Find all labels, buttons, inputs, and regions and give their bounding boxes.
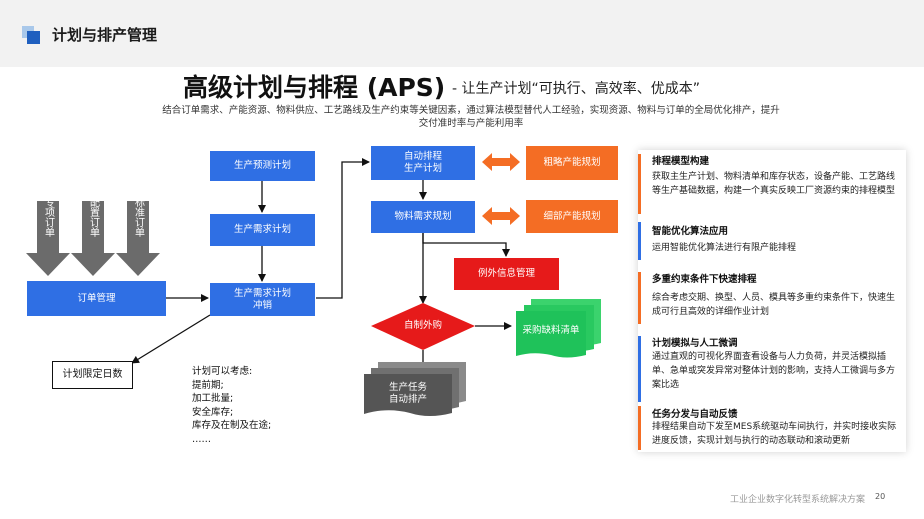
feature-card-3: 多重约束条件下快速排程 综合考虑交期、换型、人员、模具等多重约束条件下，快速生成… bbox=[638, 266, 906, 328]
task-doc bbox=[364, 362, 466, 416]
footer-text: 工业企业数字化转型系统解决方案 bbox=[730, 495, 866, 505]
rough-capacity-box: 粗略产能规划 bbox=[526, 146, 618, 180]
card-body: 排程结果自动下发至MES系统驱动车间执行，并实时接收实际进度反馈，实现计划与执行… bbox=[652, 422, 897, 446]
consider-item: 加工批量; bbox=[192, 393, 234, 404]
card-body: 通过直观的可视化界面查看设备与人力负荷，并灵活模拟插单、急单或突发异常对整体计划… bbox=[652, 352, 896, 390]
page-number: 20 bbox=[875, 492, 886, 501]
page-title: 高级计划与排程 (APS) bbox=[183, 73, 446, 102]
header-band bbox=[0, 0, 924, 67]
card-title: 任务分发与自动反馈 bbox=[652, 409, 738, 420]
auto-schedule-box: 自动排程 生产计划 bbox=[371, 146, 475, 180]
card-accent-bar bbox=[638, 154, 641, 214]
feature-card-5: 任务分发与自动反馈 排程结果自动下发至MES系统驱动车间执行，并实时接收实际进度… bbox=[638, 404, 906, 452]
task-line2: 自动排产 bbox=[388, 394, 427, 405]
make-or-buy-diamond bbox=[371, 303, 475, 350]
consider-list: 计划可以考虑: 提前期; 加工批量; 安全库存; 库存及在制及在途; …… bbox=[192, 365, 271, 446]
feature-card-1: 排程模型构建 获取主生产计划、物料清单和库存状态，设备产能、工艺路线等生产基础数… bbox=[638, 150, 906, 216]
demand-offset-box: 生产需求计划 冲销 bbox=[210, 283, 315, 316]
task-label: 生产任务 自动排产 bbox=[364, 379, 452, 409]
logo-square-dark bbox=[27, 31, 40, 44]
mrp-box: 物料需求规划 bbox=[371, 201, 475, 233]
detail-capacity-box: 细部产能规划 bbox=[526, 200, 618, 233]
card-body: 获取主生产计划、物料清单和库存状态，设备产能、工艺路线等生产基础数据，构建一个真… bbox=[652, 172, 896, 196]
purchase-list-doc bbox=[516, 299, 601, 358]
consider-item: 安全库存; bbox=[192, 406, 234, 418]
card-accent-bar bbox=[638, 336, 641, 402]
feature-card-2: 智能优化算法应用 运用智能优化算法进行有限产能排程 bbox=[638, 218, 906, 262]
auto-schedule-line1: 自动排程 bbox=[403, 151, 442, 162]
task-line1: 生产任务 bbox=[388, 382, 427, 393]
demand-offset-line1: 生产需求计划 bbox=[233, 287, 291, 299]
consider-item: 提前期; bbox=[192, 379, 224, 391]
card-title: 计划模拟与人工微调 bbox=[652, 338, 738, 349]
auto-schedule-line2: 生产计划 bbox=[403, 163, 442, 174]
consider-item: 计划可以考虑: bbox=[192, 366, 253, 377]
forecast-plan-box: 生产预测计划 bbox=[210, 151, 315, 181]
order-type-label-2: 配置订单 bbox=[88, 197, 100, 238]
page-subtitle: - 让生产计划“可执行、高效率、优成本” bbox=[452, 81, 701, 97]
card-body: 综合考虑交期、换型、人员、模具等多重约束条件下，快速生成可行且高效的详细作业计划 bbox=[652, 293, 896, 317]
feature-panel: 排程模型构建 获取主生产计划、物料清单和库存状态，设备产能、工艺路线等生产基础数… bbox=[638, 150, 906, 452]
consider-item: 库存及在制及在途; bbox=[192, 420, 272, 431]
make-or-buy-label: 自制外购 bbox=[403, 320, 442, 331]
card-title: 排程模型构建 bbox=[652, 156, 710, 167]
limit-days-box: 计划限定日数 bbox=[52, 361, 133, 389]
detail-capacity-link bbox=[482, 207, 520, 225]
order-type-label-1: 专项订单 bbox=[43, 196, 55, 238]
feature-card-4: 计划模拟与人工微调 通过直观的可视化界面查看设备与人力负荷，并灵活模拟插单、急单… bbox=[638, 332, 906, 404]
card-body: 运用智能优化算法进行有限产能排程 bbox=[652, 243, 797, 253]
intro-text: 结合订单需求、产能资源、物料供应、工艺路线及生产约束等关键因素，通过算法模型替代… bbox=[162, 105, 780, 129]
card-accent-bar bbox=[638, 272, 641, 324]
card-title: 多重约束条件下快速排程 bbox=[652, 274, 757, 285]
card-accent-bar bbox=[638, 222, 641, 260]
order-type-label-3: 标准订单 bbox=[133, 197, 145, 238]
consider-item: …… bbox=[192, 433, 211, 445]
purchase-list-label: 采购缺料清单 bbox=[522, 325, 580, 336]
demand-offset-line2: 冲销 bbox=[252, 299, 272, 311]
conn-mrp-exception bbox=[422, 233, 510, 257]
card-accent-bar bbox=[638, 406, 641, 450]
capacity-link-arrows bbox=[482, 153, 520, 225]
order-mgmt-box: 订单管理 bbox=[27, 281, 166, 316]
conn-offset-schedule bbox=[316, 158, 370, 299]
order-arrow-3 bbox=[116, 201, 160, 276]
conn-offset-limit bbox=[131, 314, 211, 364]
order-arrow-1 bbox=[26, 201, 70, 276]
order-type-arrows bbox=[26, 201, 160, 276]
card-title: 智能优化算法应用 bbox=[652, 226, 729, 237]
section-title: 计划与排产管理 bbox=[52, 26, 158, 44]
demand-plan-box: 生产需求计划 bbox=[210, 214, 315, 246]
rough-capacity-link bbox=[482, 153, 520, 171]
order-arrow-2 bbox=[71, 201, 115, 276]
exception-mgmt-box: 例外信息管理 bbox=[454, 258, 559, 290]
